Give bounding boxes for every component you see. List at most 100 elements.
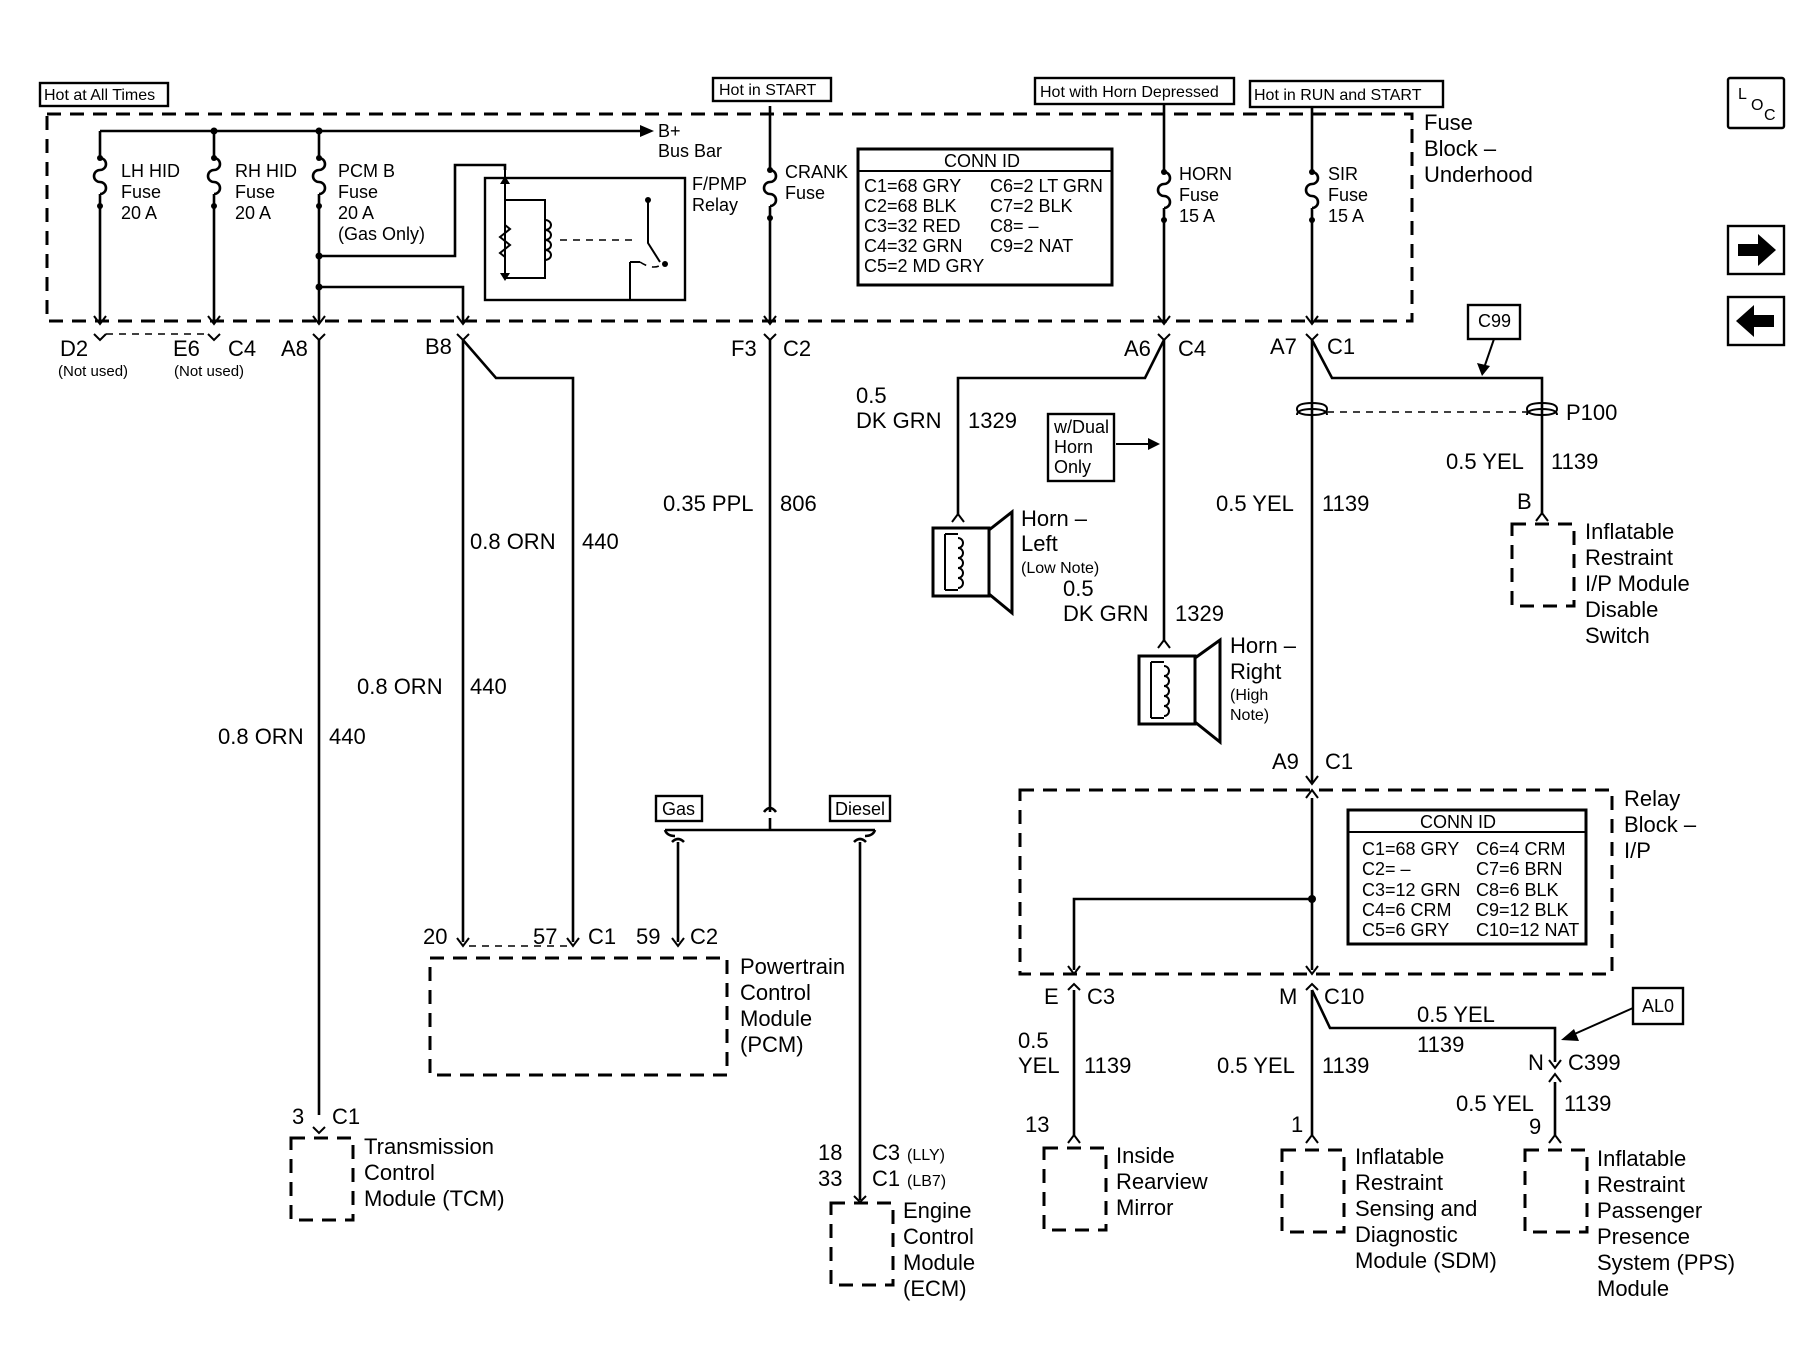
svg-text:15 A: 15 A bbox=[1179, 206, 1215, 226]
svg-text:Rearview: Rearview bbox=[1116, 1169, 1208, 1194]
lh-hid-fuse: LH HID Fuse 20 A bbox=[92, 131, 180, 322]
svg-text:L: L bbox=[1738, 86, 1747, 103]
svg-text:806: 806 bbox=[780, 491, 817, 516]
svg-text:C: C bbox=[1764, 107, 1776, 124]
svg-text:C2: C2 bbox=[690, 924, 718, 949]
svg-text:C2: C2 bbox=[783, 336, 811, 361]
svg-text:0.5: 0.5 bbox=[1018, 1028, 1049, 1053]
c399-connector: N C399 9 bbox=[1528, 1050, 1621, 1139]
horn-fuse: HORN Fuse 15 A bbox=[1156, 104, 1232, 322]
svg-text:(High: (High bbox=[1230, 687, 1268, 704]
svg-text:A7: A7 bbox=[1270, 334, 1297, 359]
wire-806-gas bbox=[671, 837, 685, 942]
wire-1139-pps-lower-label: 0.5 YEL 1139 bbox=[1456, 1091, 1611, 1116]
svg-text:DK GRN: DK GRN bbox=[856, 408, 942, 433]
tcm-connector: 3 C1 bbox=[292, 1104, 360, 1135]
svg-text:Relay: Relay bbox=[1624, 786, 1680, 811]
svg-text:C2= –: C2= – bbox=[1362, 859, 1411, 879]
svg-text:Fuse: Fuse bbox=[1179, 185, 1219, 205]
svg-text:C1: C1 bbox=[332, 1104, 360, 1129]
svg-text:Control: Control bbox=[740, 980, 811, 1005]
svg-text:B+: B+ bbox=[658, 121, 681, 141]
svg-text:Disable: Disable bbox=[1585, 597, 1658, 622]
svg-text:Horn –: Horn – bbox=[1230, 633, 1297, 658]
svg-text:C3: C3 bbox=[1087, 984, 1115, 1009]
svg-text:Fuse: Fuse bbox=[338, 182, 378, 202]
svg-text:Block –: Block – bbox=[1424, 136, 1497, 161]
rh-hid-fuse: RH HID Fuse 20 A bbox=[206, 127, 297, 322]
svg-text:A8: A8 bbox=[281, 336, 308, 361]
svg-text:1139: 1139 bbox=[1551, 449, 1598, 474]
svg-text:Engine: Engine bbox=[903, 1198, 972, 1223]
horn-left: Horn – Left (Low Note) bbox=[931, 506, 1099, 617]
svg-text:A9: A9 bbox=[1272, 749, 1299, 774]
svg-text:1139: 1139 bbox=[1322, 1053, 1369, 1078]
loc-icon[interactable]: L O C bbox=[1726, 76, 1786, 130]
svg-text:57: 57 bbox=[533, 924, 557, 949]
mirror-label: Inside Rearview Mirror bbox=[1116, 1143, 1208, 1220]
svg-text:0.5 YEL: 0.5 YEL bbox=[1456, 1091, 1534, 1116]
svg-text:System (PPS): System (PPS) bbox=[1597, 1250, 1735, 1275]
wire-806-label: 0.35 PPL 806 bbox=[663, 491, 817, 516]
svg-text:0.5: 0.5 bbox=[856, 383, 887, 408]
svg-text:18: 18 bbox=[818, 1140, 842, 1165]
svg-text:1: 1 bbox=[1291, 1112, 1303, 1137]
tcm-outline bbox=[289, 1136, 355, 1222]
svg-text:C1: C1 bbox=[1325, 749, 1353, 774]
svg-text:Only: Only bbox=[1054, 457, 1091, 477]
wire-1139-labels: 0.5 YEL 1139 0.5 YEL 1139 bbox=[1216, 449, 1598, 516]
svg-text:Horn –: Horn – bbox=[1021, 506, 1088, 531]
pcm-label: Powertrain Control Module (PCM) bbox=[740, 954, 845, 1057]
diesel-option-label: Diesel bbox=[828, 794, 892, 823]
mirror-connector: 13 bbox=[1025, 1112, 1081, 1144]
svg-text:0.5 YEL: 0.5 YEL bbox=[1446, 449, 1524, 474]
hot-run-start-label: Hot in RUN and START bbox=[1248, 79, 1445, 109]
svg-text:Inflatable: Inflatable bbox=[1585, 519, 1674, 544]
svg-text:Module (SDM): Module (SDM) bbox=[1355, 1248, 1497, 1273]
svg-text:1139: 1139 bbox=[1084, 1053, 1131, 1078]
svg-text:Restraint: Restraint bbox=[1355, 1170, 1443, 1195]
pps-outline bbox=[1523, 1148, 1589, 1234]
relay-block-output-connectors: E C3 M C10 bbox=[1044, 965, 1364, 1009]
svg-text:20: 20 bbox=[423, 924, 447, 949]
svg-text:33: 33 bbox=[818, 1166, 842, 1191]
svg-text:C5=6 GRY: C5=6 GRY bbox=[1362, 920, 1449, 940]
svg-text:DK GRN: DK GRN bbox=[1063, 601, 1149, 626]
svg-text:C7=6 BRN: C7=6 BRN bbox=[1476, 859, 1563, 879]
svg-text:9: 9 bbox=[1529, 1114, 1541, 1139]
sir-fuse: SIR Fuse 15 A bbox=[1304, 107, 1368, 322]
svg-text:Diesel: Diesel bbox=[835, 799, 885, 819]
svg-text:Relay: Relay bbox=[692, 195, 738, 215]
svg-text:15 A: 15 A bbox=[1328, 206, 1364, 226]
wire-1139-mirror-label: 0.5 YEL 1139 bbox=[1018, 1028, 1131, 1078]
svg-text:C3: C3 bbox=[872, 1140, 900, 1165]
svg-text:Fuse: Fuse bbox=[1328, 185, 1368, 205]
svg-text:CRANK: CRANK bbox=[785, 162, 848, 182]
svg-text:Module (TCM): Module (TCM) bbox=[364, 1186, 505, 1211]
next-arrow-icon[interactable] bbox=[1726, 224, 1786, 276]
svg-text:C10=12 NAT: C10=12 NAT bbox=[1476, 920, 1579, 940]
hot-with-horn-label: Hot with Horn Depressed bbox=[1033, 76, 1236, 106]
svg-text:AL0: AL0 bbox=[1642, 996, 1674, 1016]
svg-text:Hot with Horn Depressed: Hot with Horn Depressed bbox=[1040, 84, 1219, 101]
svg-text:Fuse: Fuse bbox=[1424, 110, 1473, 135]
svg-text:(Gas Only): (Gas Only) bbox=[338, 224, 425, 244]
gas-option-label: Gas bbox=[654, 794, 704, 823]
wire-806-diesel bbox=[853, 837, 867, 1200]
svg-text:C7=2 BLK: C7=2 BLK bbox=[990, 196, 1073, 216]
svg-text:YEL: YEL bbox=[1018, 1053, 1060, 1078]
svg-text:Fuse: Fuse bbox=[235, 182, 275, 202]
svg-text:Control: Control bbox=[903, 1224, 974, 1249]
svg-text:Transmission: Transmission bbox=[364, 1134, 494, 1159]
bus-bar-label: B+ Bus Bar bbox=[658, 121, 722, 161]
relay-conn-id-table: CONN ID C1=68 GRY C2= – C3=12 GRN C4=6 C… bbox=[1346, 808, 1588, 946]
svg-text:F3: F3 bbox=[731, 336, 757, 361]
previous-arrow-icon[interactable] bbox=[1726, 295, 1786, 347]
wire-440-tcm-label: 0.8 ORN 440 bbox=[218, 724, 366, 749]
svg-text:Inside: Inside bbox=[1116, 1143, 1175, 1168]
svg-text:C1: C1 bbox=[588, 924, 616, 949]
disable-switch-connector: B bbox=[1517, 489, 1549, 522]
svg-text:Switch: Switch bbox=[1585, 623, 1650, 648]
svg-text:F/PMP: F/PMP bbox=[692, 174, 747, 194]
